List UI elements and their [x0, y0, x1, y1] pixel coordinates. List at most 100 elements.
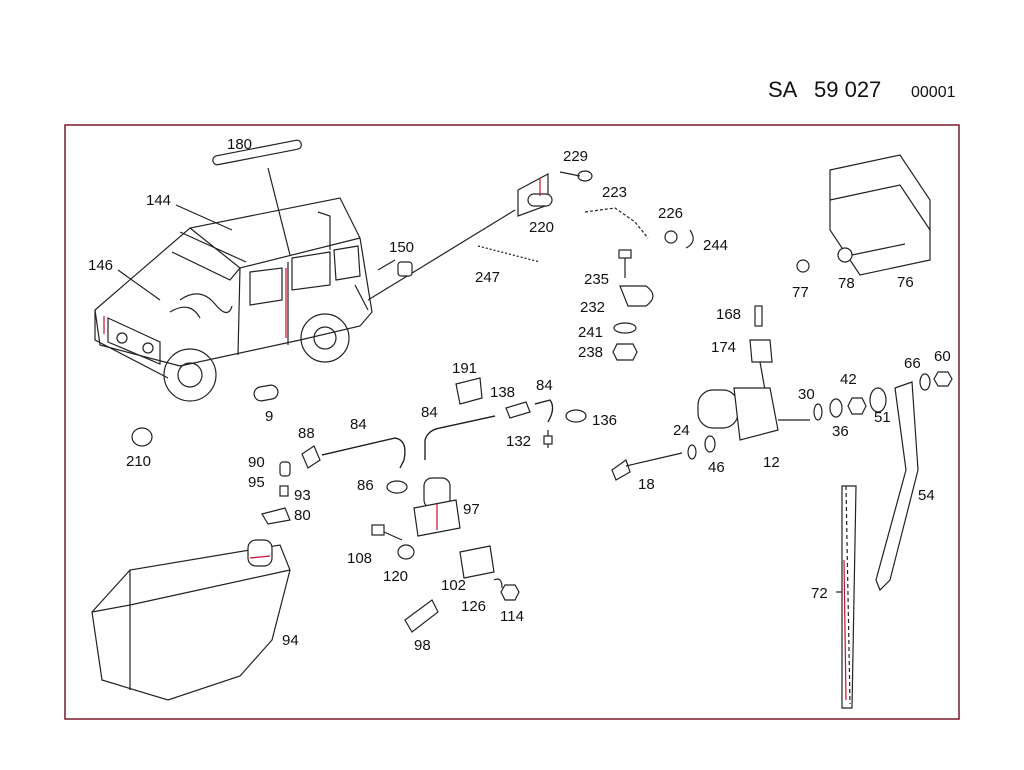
label-30: 30 — [798, 386, 815, 403]
part-72-wiper-blade — [836, 485, 857, 709]
part-66-washer — [919, 373, 931, 391]
part-78-washer — [837, 247, 853, 263]
part-226-ring — [664, 230, 678, 244]
part-18-bolt — [611, 452, 683, 481]
label-108: 108 — [347, 550, 372, 567]
part-238-nut — [612, 343, 638, 361]
part-232-clamp — [619, 285, 654, 307]
label-114: 114 — [500, 608, 524, 625]
label-12: 12 — [763, 454, 780, 471]
label-24: 24 — [673, 422, 690, 439]
label-51: 51 — [874, 409, 891, 426]
label-98: 98 — [414, 637, 431, 654]
label-72: 72 — [811, 585, 828, 602]
part-241-washer — [613, 322, 637, 334]
label-241: 241 — [578, 324, 603, 341]
label-42: 42 — [840, 371, 857, 388]
part-labels: 180 144 146 150 229 223 220 226 244 247 … — [88, 136, 951, 654]
vehicle-drawing — [94, 197, 373, 402]
part-235-bolt — [618, 249, 632, 278]
part-84-hose-left — [321, 437, 406, 469]
label-66: 66 — [904, 355, 921, 372]
part-229-screw — [559, 170, 593, 182]
part-102-bracket — [459, 545, 495, 579]
label-80: 80 — [294, 507, 311, 524]
part-86-clamp — [386, 480, 408, 494]
label-210: 210 — [126, 453, 151, 470]
label-36: 36 — [832, 423, 849, 440]
part-77-screw — [796, 259, 810, 273]
label-146: 146 — [88, 257, 113, 274]
label-54: 54 — [918, 487, 935, 504]
part-24-washer — [687, 444, 697, 460]
part-126-washer — [493, 578, 503, 589]
part-138-valve — [505, 401, 531, 419]
label-226: 226 — [658, 205, 683, 222]
label-232: 232 — [580, 299, 605, 316]
label-138: 138 — [490, 384, 515, 401]
part-97-pump — [413, 477, 461, 537]
label-238: 238 — [578, 344, 603, 361]
header-prefix: SA — [768, 77, 798, 102]
part-244-clip — [685, 229, 694, 249]
label-84-right: 84 — [536, 377, 553, 394]
part-60-nut — [933, 371, 953, 387]
part-220-nozzle — [517, 173, 553, 217]
label-244: 244 — [703, 237, 728, 254]
part-191-relay — [455, 377, 483, 405]
label-9: 9 — [265, 408, 273, 425]
label-120: 120 — [383, 568, 408, 585]
part-84-hose-middle — [424, 415, 496, 460]
part-223-hose — [584, 207, 649, 239]
label-144: 144 — [146, 192, 171, 209]
label-84-middle: 84 — [421, 404, 438, 421]
part-168-pin — [754, 305, 763, 327]
part-114-nut — [500, 584, 520, 601]
label-95: 95 — [248, 474, 265, 491]
part-108-screw — [371, 524, 403, 541]
diagram-frame — [64, 124, 960, 720]
header-number: 59 027 — [814, 77, 881, 102]
label-60: 60 — [934, 348, 951, 365]
label-76: 76 — [897, 274, 914, 291]
part-94-reservoir — [91, 539, 291, 701]
label-86: 86 — [357, 477, 374, 494]
part-76-bracket — [829, 154, 931, 276]
part-210-grommet — [131, 427, 153, 447]
label-191: 191 — [452, 360, 477, 377]
label-90: 90 — [248, 454, 265, 471]
part-46-washer — [704, 435, 716, 453]
label-18: 18 — [638, 476, 655, 493]
label-88: 88 — [298, 425, 315, 442]
label-223: 223 — [602, 184, 627, 201]
label-93: 93 — [294, 487, 311, 504]
part-93-nipple — [279, 485, 289, 497]
label-84-left: 84 — [350, 416, 367, 433]
label-168: 168 — [716, 306, 741, 323]
part-51-sleeve — [869, 387, 887, 413]
label-46: 46 — [708, 459, 725, 476]
label-102: 102 — [441, 577, 466, 594]
part-80-seal — [261, 507, 291, 525]
label-235: 235 — [584, 271, 609, 288]
part-12-wiper-motor — [697, 387, 810, 441]
label-150: 150 — [389, 239, 414, 256]
part-136-grommet — [565, 409, 587, 423]
label-126: 126 — [461, 598, 486, 615]
part-90-elbow — [279, 461, 291, 477]
part-30-washer — [813, 403, 823, 421]
label-77: 77 — [792, 284, 809, 301]
part-120-washer — [397, 544, 415, 560]
part-132-valve — [543, 430, 553, 448]
label-180: 180 — [227, 136, 252, 153]
label-220: 220 — [529, 219, 554, 236]
label-229: 229 — [563, 148, 588, 165]
part-150-grommet — [397, 261, 413, 277]
label-78: 78 — [838, 275, 855, 292]
part-180-tube — [212, 139, 302, 256]
part-9-plug — [253, 384, 279, 402]
label-94: 94 — [282, 632, 299, 649]
part-36-washer — [829, 398, 843, 418]
part-88-clip — [301, 445, 321, 469]
